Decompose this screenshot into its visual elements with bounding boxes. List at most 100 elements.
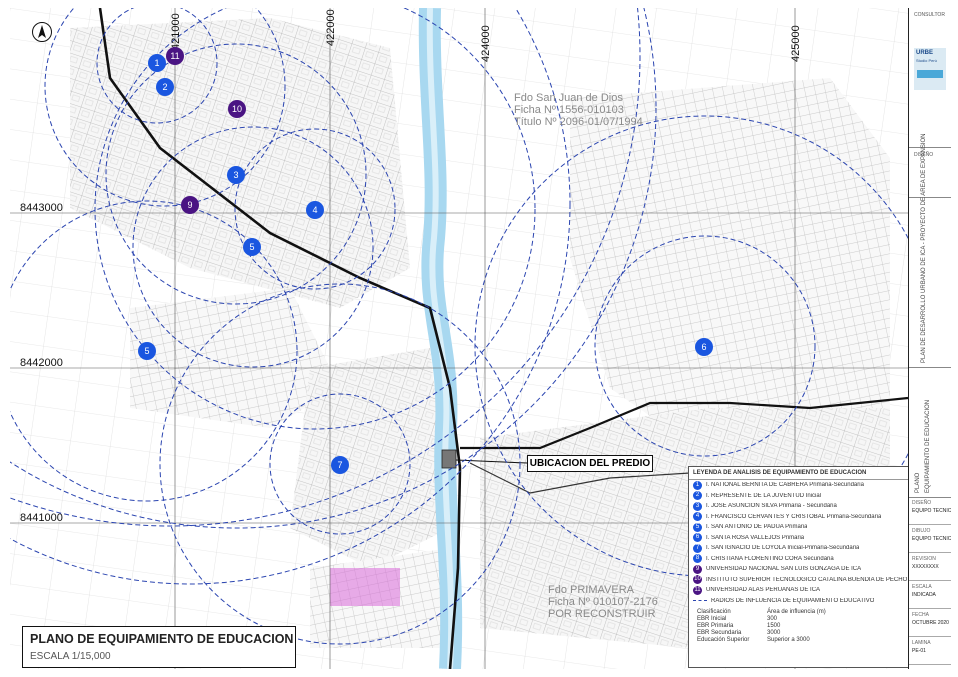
legend-item-label: I. SAN ANTONIO DE PADUA Primaria [706, 524, 808, 531]
fundo-san-juan-titulo: Título Nº 2096-01/07/1994 [514, 116, 643, 128]
coord-x-422000: 422000 [325, 9, 337, 46]
legend-marker-icon: 11 [693, 585, 702, 595]
predio-parcel [441, 449, 457, 469]
coord-x-424000: 424000 [480, 25, 492, 62]
cartouche-project: PLAN DE DESARROLLO URBANO DE ICA - PROYE… [909, 133, 951, 368]
school-marker-2[interactable]: 2 [156, 78, 174, 96]
cartouche-field-label: ESCALA [912, 584, 932, 590]
cartouche-plano: PLANO EQUIPAMIENTO DE EDUCACION [909, 368, 951, 498]
legend-foot-cell: Superior a 3000 [767, 637, 810, 643]
legend-marker-icon: 5 [693, 522, 702, 532]
fundo-san-juan-name: Fdo San Juan de Dios [514, 92, 623, 104]
urban-zone-northwest [70, 18, 410, 308]
fundo-primavera-name: Fdo PRIMAVERA [548, 584, 634, 596]
school-marker-3[interactable]: 3 [227, 166, 245, 184]
legend-marker-icon: 3 [693, 501, 702, 511]
secondary-road [460, 396, 908, 450]
school-marker-6[interactable]: 6 [695, 338, 713, 356]
legend-foot-cell: 1500 [767, 623, 781, 629]
legend-box: LEYENDA DE ANALISIS DE EQUIPAMIENTO DE E… [688, 466, 912, 668]
legend-item: 1 I. NATIONAL BERNITA DE CABRERA Primaria… [689, 480, 911, 491]
legend-item-label: INSTITUTO SUPERIOR TECNOLOGICO CATALINA … [706, 576, 908, 583]
coord-y-8441000: 8441000 [20, 512, 63, 524]
cartouche-field-label: DISEÑO [912, 500, 932, 506]
legend-foot-cell: Clasificación [697, 609, 731, 615]
school-marker-4[interactable]: 4 [306, 201, 324, 219]
coord-x-421000: 421000 [170, 13, 182, 50]
legend-marker-icon: 1 [693, 480, 702, 490]
legend-foot-cell: 300 [767, 616, 778, 622]
legend-items: 1 I. NATIONAL BERNITA DE CABRERA Primaria… [689, 480, 911, 596]
fundo-primavera-status: POR RECONSTRUIR [548, 608, 656, 620]
diseno-label: DISEÑO [914, 152, 934, 158]
school-marker-5a[interactable]: 5 [243, 238, 261, 256]
legend-marker-icon: 10 [693, 575, 702, 585]
school-marker-1[interactable]: 1 [148, 54, 166, 72]
school-marker-9[interactable]: 9 [181, 196, 199, 214]
main-road [98, 8, 462, 669]
legend-item: 3 I. JOSE ASUNCION SILVA Primaria - Secun… [689, 501, 911, 512]
title-box: PLANO DE EQUIPAMIENTO DE EDUCACION ESCAL… [22, 626, 296, 668]
plano-label: PLANO [915, 472, 921, 493]
legend-foot-cell [827, 609, 887, 615]
legend-item-label: UNIVERSIDAD ALAS PERUANAS DE ICA [706, 587, 821, 594]
project-text: PLAN DE DESARROLLO URBANO DE ICA - PROYE… [921, 133, 927, 363]
legend-item: 4 I. FRANCISCO CERVANTES Y CRISTOBAL Prim… [689, 512, 911, 523]
urban-zone-east [570, 78, 890, 458]
urbe-logo-bar [917, 70, 943, 78]
legend-item-label: I. REPRESENTE DE LA JUVENTUD Inicial [706, 492, 822, 499]
legend-item-label: I. SANTA ROSA VALLEJOS Primaria [706, 534, 805, 541]
fundo-primavera-ficha: Ficha Nº 010107-2176 [548, 596, 658, 608]
legend-title: LEYENDA DE ANALISIS DE EQUIPAMIENTO DE E… [689, 467, 911, 480]
legend-foot-cell [827, 623, 887, 629]
legend-item-label: I. NATIONAL BERNITA DE CABRERA Primaria-… [706, 482, 864, 489]
legend-item-label: I. FRANCISCO CERVANTES Y CRISTOBAL Prima… [706, 513, 882, 520]
legend-marker-icon: 8 [693, 554, 702, 564]
legend-item: 11 UNIVERSIDAD ALAS PERUANAS DE ICA [689, 585, 911, 596]
legend-marker-icon: 9 [693, 564, 702, 574]
cartouche-consultor: CONSULTOR URBE Studio Perú [909, 8, 951, 148]
road-branch [469, 462, 691, 494]
river-center [426, 8, 455, 669]
legend-foot-cell [827, 630, 887, 636]
school-marker-5b[interactable]: 5 [138, 342, 156, 360]
cartouche-field-label: DIBUJO [912, 528, 931, 534]
cartouche-diseno: DISEÑO [909, 148, 951, 198]
cartouche-field-label: LAMINA [912, 640, 931, 646]
legend-item-label: I. JOSE ASUNCION SILVA Primaria - Secund… [706, 503, 837, 510]
legend-foot-cell: EBR Secundaria [697, 630, 742, 636]
legend-marker-icon: 4 [693, 512, 702, 522]
legend-item: 5 I. SAN ANTONIO DE PADUA Primaria [689, 522, 911, 533]
predio-leader [455, 459, 528, 464]
legend-marker-icon: 7 [693, 543, 702, 553]
legend-item-label: UNIVERSIDAD NACIONAL SAN LUIS GONZAGA DE… [706, 566, 862, 573]
coord-y-8443000: 8443000 [20, 202, 63, 214]
legend-item: 2 I. REPRESENTE DE LA JUVENTUD Inicial [689, 491, 911, 502]
school-marker-11[interactable]: 11 [166, 47, 184, 65]
legend-radius-label: RADIOS DE INFLUENCIA DE EQUIPAMIENTO EDU… [711, 597, 875, 604]
urban-zone-west [130, 288, 340, 428]
school-marker-10[interactable]: 10 [228, 100, 246, 118]
ubicacion-del-predio-label: UBICACION DEL PREDIO [527, 455, 653, 472]
plano-text: EQUIPAMIENTO DE EDUCACION [925, 399, 931, 493]
legend-foot-cell: 3000 [767, 630, 781, 636]
fundo-primavera-label: Fdo PRIMAVERA Ficha Nº 010107-2176 POR R… [548, 584, 658, 620]
urbe-logo-sub: Studio Perú [916, 58, 937, 63]
coord-x-425000: 425000 [790, 25, 802, 62]
school-marker-7[interactable]: 7 [331, 456, 349, 474]
legend-foot-cell: Educación Superior [697, 637, 750, 643]
legend-marker-icon: 2 [693, 491, 702, 501]
coord-y-8442000: 8442000 [20, 357, 63, 369]
cartouche-field-label: REVISION [912, 556, 936, 562]
cartouche-field-label: FECHA [912, 612, 929, 618]
influence-radii [10, 8, 908, 645]
fundo-san-juan-label: Fdo San Juan de Dios Ficha Nº 1556-01010… [514, 92, 643, 128]
